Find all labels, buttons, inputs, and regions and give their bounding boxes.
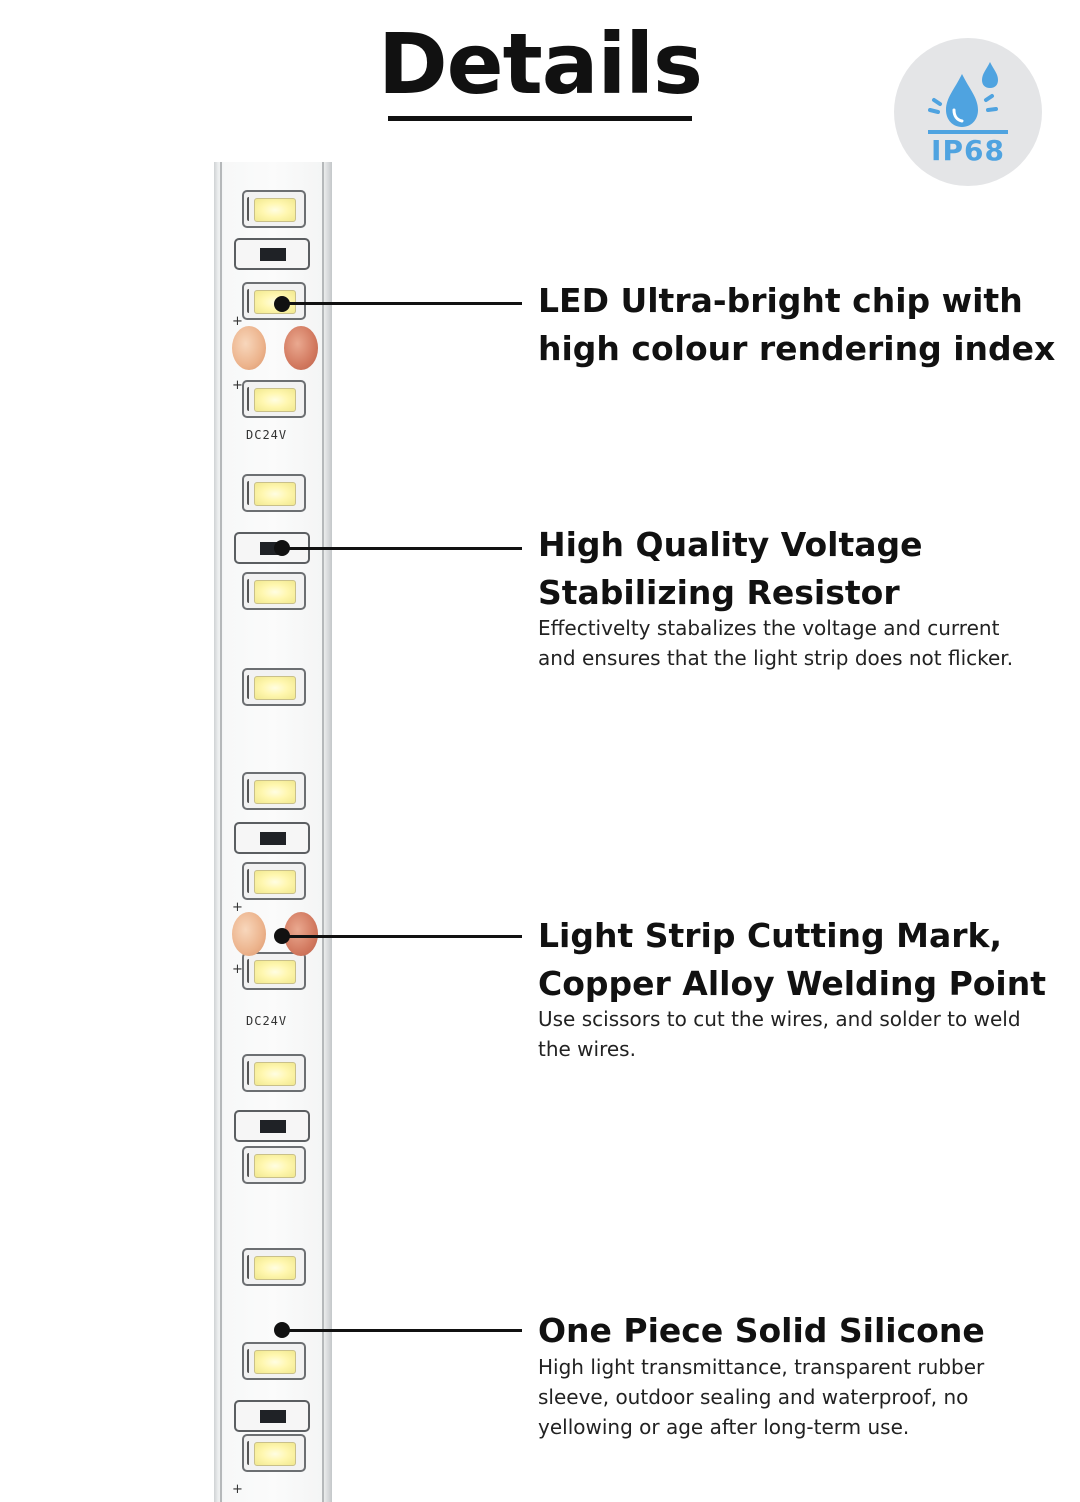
description-line: Use scissors to cut the wires, and solde… xyxy=(538,1007,1021,1031)
polarity-mark: + xyxy=(232,378,243,393)
led-strip-image: DC24V DC24V + + + + + xyxy=(214,162,332,1502)
callout-line-silicone xyxy=(282,1329,522,1332)
heading-line: Light Strip Cutting Mark, xyxy=(538,916,1002,955)
led-chip xyxy=(242,190,306,228)
description-line: High light transmittance, transparent ru… xyxy=(538,1355,985,1379)
led-chip xyxy=(242,474,306,512)
title-underline xyxy=(388,116,692,121)
heading-line: high colour rendering index xyxy=(538,329,1056,368)
heading-line: One Piece Solid Silicone xyxy=(538,1311,985,1350)
heading-line: High Quality Voltage xyxy=(538,525,923,564)
led-chip xyxy=(242,1342,306,1380)
resistor xyxy=(234,238,310,270)
polarity-mark: + xyxy=(232,314,243,329)
resistor xyxy=(234,822,310,854)
description-line: yellowing or age after long-term use. xyxy=(538,1415,910,1439)
resistor xyxy=(234,1110,310,1142)
led-chip xyxy=(242,1434,306,1472)
led-chip xyxy=(242,572,306,610)
voltage-label: DC24V xyxy=(246,1014,288,1028)
description-line: Effectivelty stabalizes the voltage and … xyxy=(538,616,1000,640)
polarity-mark: + xyxy=(232,900,243,915)
strip-edge xyxy=(322,162,324,1502)
polarity-mark: + xyxy=(232,962,243,977)
description-line: the wires. xyxy=(538,1037,636,1061)
polarity-mark: + xyxy=(232,1482,243,1497)
feature-silicone-description: High light transmittance, transparent ru… xyxy=(538,1352,1048,1442)
voltage-label: DC24V xyxy=(246,428,288,442)
ip68-label: IP68 xyxy=(931,134,1005,167)
callout-line-resistor xyxy=(282,547,522,550)
heading-line: Stabilizing Resistor xyxy=(538,573,900,612)
callout-line-chip xyxy=(282,302,522,305)
resistor xyxy=(234,1400,310,1432)
description-line: and ensures that the light strip does no… xyxy=(538,646,1014,670)
led-chip xyxy=(242,952,306,990)
ip68-badge: IP68 xyxy=(894,38,1042,186)
feature-resistor-heading: High Quality Voltage Stabilizing Resisto… xyxy=(538,521,923,617)
feature-resistor-description: Effectivelty stabalizes the voltage and … xyxy=(538,613,1048,673)
page-title: Details xyxy=(377,15,703,113)
solder-pad xyxy=(284,326,318,370)
feature-cutting-mark-heading: Light Strip Cutting Mark, Copper Alloy W… xyxy=(538,912,1046,1008)
description-line: sleeve, outdoor sealing and waterproof, … xyxy=(538,1385,969,1409)
solder-pad xyxy=(232,326,266,370)
led-chip xyxy=(242,1248,306,1286)
feature-silicone-heading: One Piece Solid Silicone xyxy=(538,1307,985,1355)
heading-line: Copper Alloy Welding Point xyxy=(538,964,1047,1003)
feature-chip-heading: LED Ultra-bright chip with high colour r… xyxy=(538,277,1055,373)
led-chip xyxy=(242,1146,306,1184)
feature-cutting-mark-description: Use scissors to cut the wires, and solde… xyxy=(538,1004,1048,1064)
strip-edge xyxy=(220,162,222,1502)
led-chip xyxy=(242,668,306,706)
led-chip xyxy=(242,380,306,418)
led-chip xyxy=(242,1054,306,1092)
heading-line: LED Ultra-bright chip with xyxy=(538,281,1023,320)
led-chip xyxy=(242,862,306,900)
water-drop-icon xyxy=(928,62,1008,134)
solder-pad xyxy=(232,912,266,956)
callout-line-cutting-mark xyxy=(282,935,522,938)
led-chip xyxy=(242,772,306,810)
